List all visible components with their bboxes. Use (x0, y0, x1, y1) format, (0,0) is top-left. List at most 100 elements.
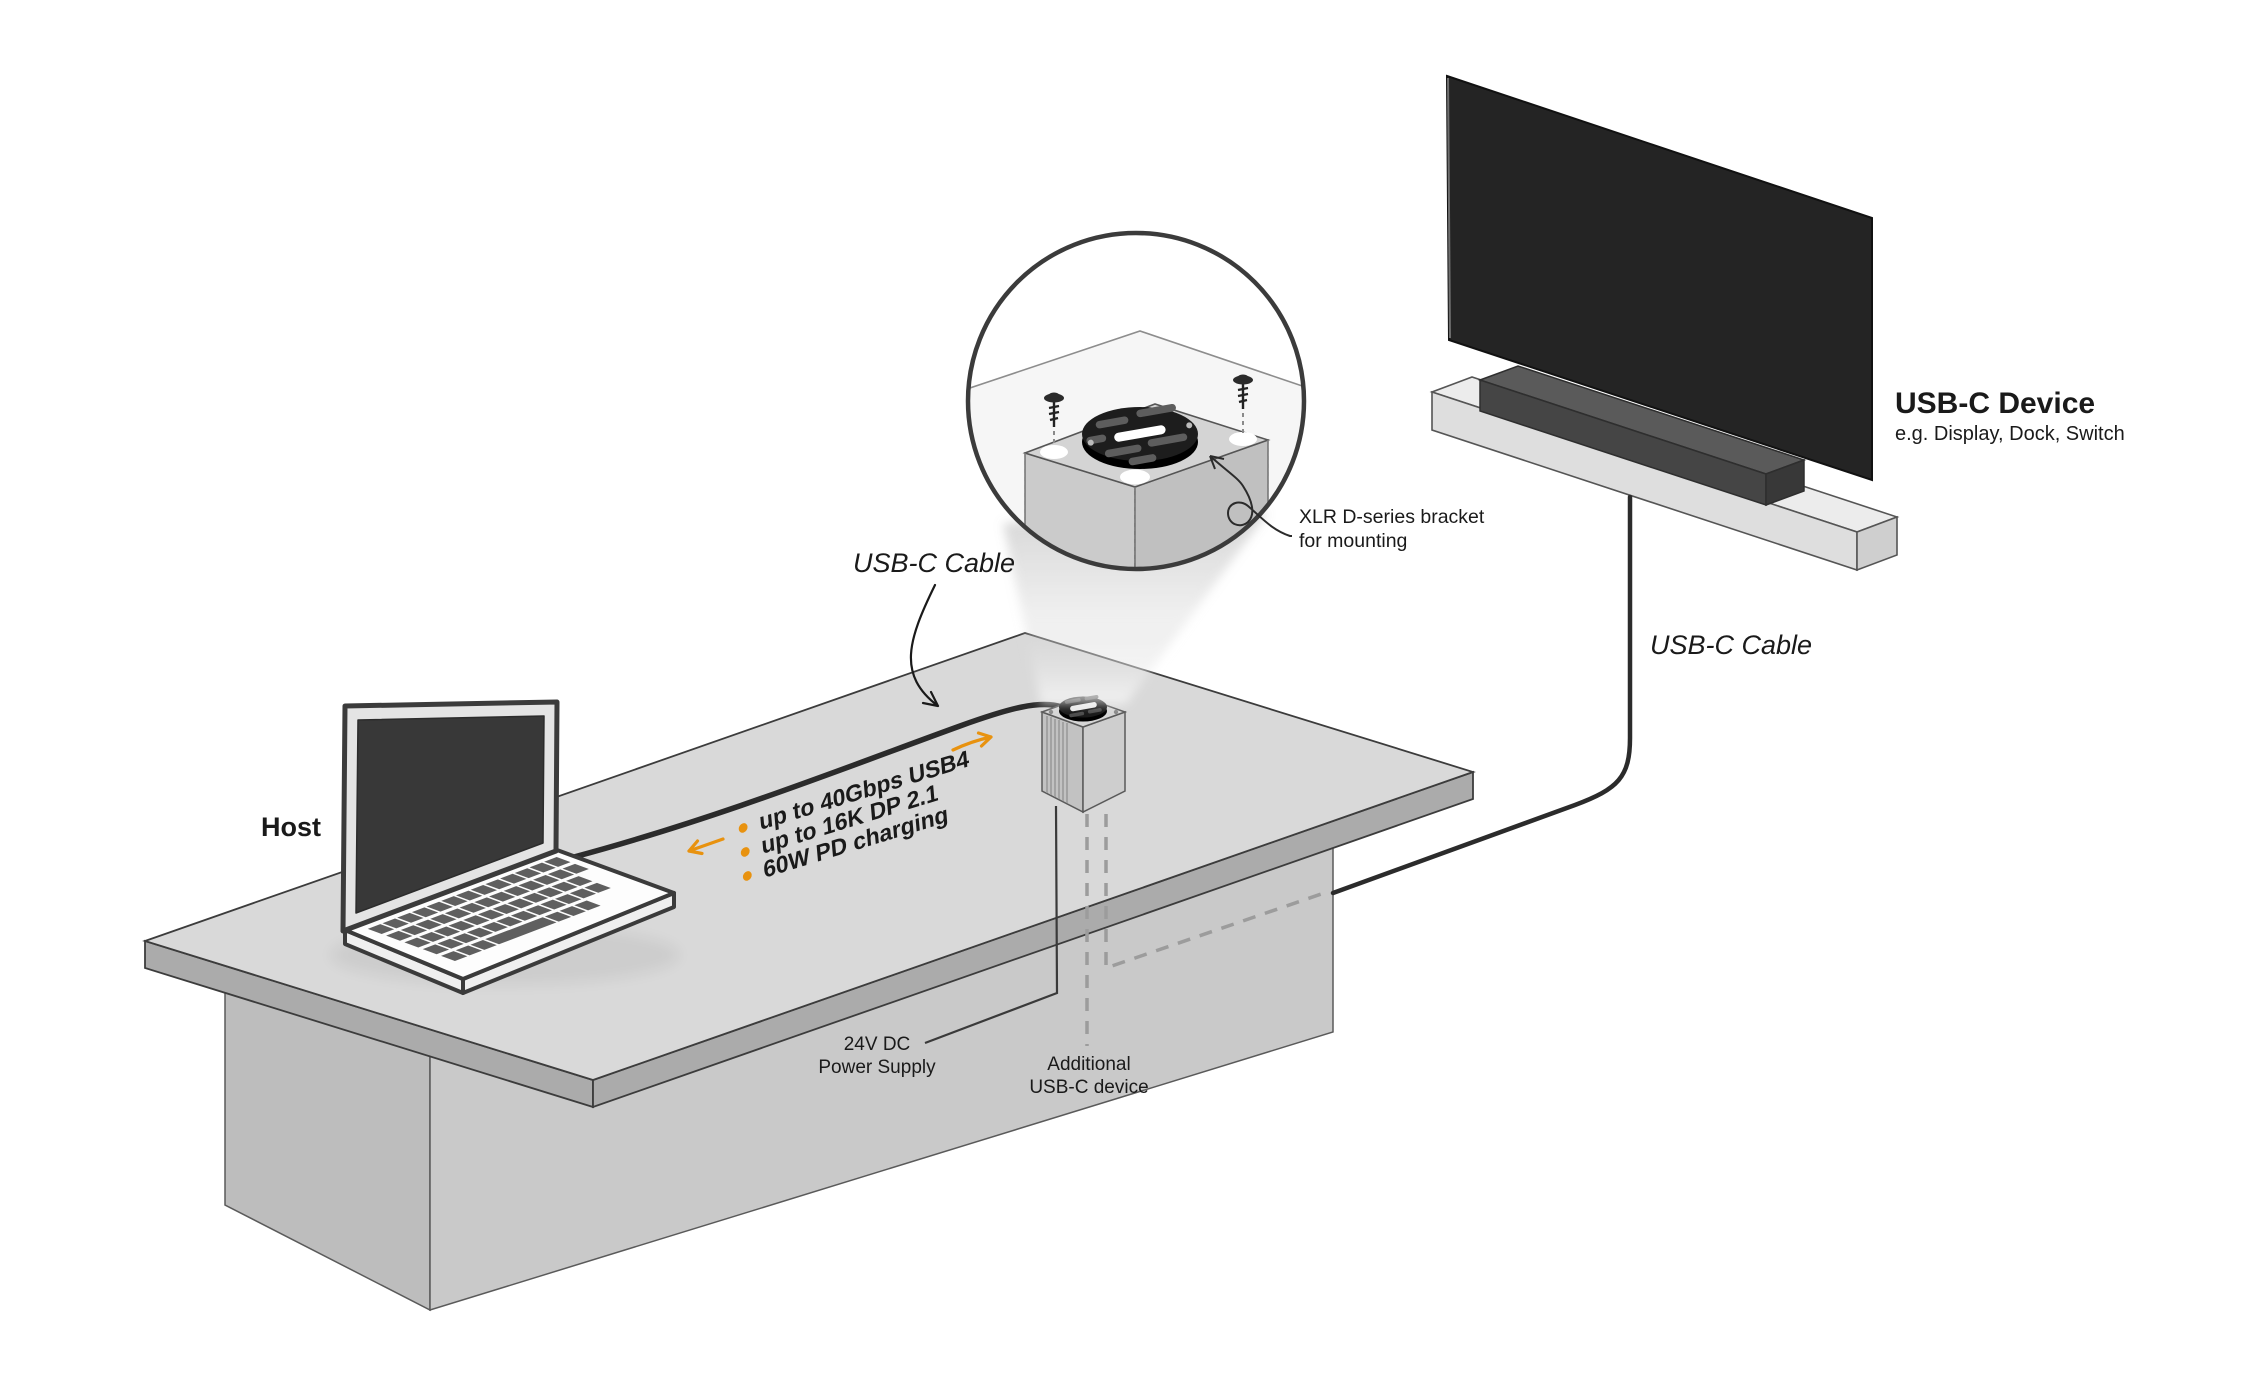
laptop-key (562, 863, 589, 874)
screw-right (1233, 374, 1253, 434)
usbc-cable-host-to-device (571, 701, 1065, 860)
feature-bullet (738, 823, 748, 833)
laptop-key (584, 882, 611, 893)
laptop-key (481, 922, 508, 932)
magnifier-circle-border (965, 230, 1307, 572)
laptop-key (367, 924, 395, 934)
laptop-key (397, 912, 424, 923)
laptop-key (463, 915, 490, 926)
mounted-device (1039, 694, 1128, 814)
arrow-left-icon (687, 837, 725, 856)
tv-display (1445, 74, 1873, 482)
laptop (330, 699, 1065, 995)
usbc-cable-label-left: USB-C Cable (853, 548, 1015, 578)
laptop-key (559, 906, 586, 916)
usbc-cable-label-right: USB-C Cable (1650, 630, 1812, 660)
mounted-device-ribs (1046, 716, 1068, 803)
laptop-key (485, 879, 512, 890)
laptop-key (485, 917, 557, 945)
laptop-key (540, 899, 567, 910)
laptop-key (386, 930, 413, 941)
laptop-key (477, 909, 505, 920)
laptop-key (441, 951, 468, 962)
bracket-note-leader (1209, 455, 1292, 537)
laptop-key (437, 938, 464, 949)
bracket-disc-slots (1086, 404, 1193, 466)
laptop-key (455, 890, 483, 901)
laptop-key (522, 892, 549, 903)
laptop-key (529, 862, 556, 873)
laptop-key (518, 880, 545, 891)
laptop-key (555, 894, 582, 904)
cable-label-arrow (909, 583, 940, 708)
laptop-key (422, 944, 450, 955)
laptop-key (452, 933, 479, 944)
laptop-key (574, 900, 601, 911)
laptop-key (514, 868, 542, 879)
xlr-connector-slot (1070, 702, 1097, 712)
laptop-key (430, 914, 457, 924)
screw-left (1044, 392, 1064, 447)
laptop-key (492, 904, 519, 914)
laptop-keyboard (367, 857, 611, 962)
mount-screw-hole (1113, 709, 1119, 715)
laptop-key (474, 897, 501, 908)
laptop-key (470, 939, 497, 950)
laptop-key (544, 857, 571, 867)
laptop-key (533, 874, 560, 885)
tv-edge-highlight (1447, 77, 1451, 339)
host-label: Host (261, 812, 321, 842)
shelf-end (1856, 515, 1898, 572)
laptop-key (400, 925, 428, 936)
laptop-key (503, 886, 531, 897)
laptop-key (566, 876, 593, 887)
usbc-device-subtitle: e.g. Display, Dock, Switch (1895, 423, 2125, 445)
additional-note-line2: USB-C device (1029, 1077, 1148, 1098)
laptop-key (525, 905, 552, 916)
laptop-key (415, 919, 442, 930)
laptop-key (426, 901, 453, 912)
laptop-key (496, 916, 523, 927)
hidden-cables (924, 805, 1331, 1046)
laptop-key (466, 927, 494, 938)
laptop-key (411, 907, 439, 918)
power-note-line2: Power Supply (818, 1057, 936, 1078)
bracket-note-line2: for mounting (1299, 530, 1407, 552)
power-note-line1: 24V DC (844, 1034, 911, 1055)
laptop-key (433, 926, 461, 937)
laptop-key (536, 887, 564, 898)
laptop-key (404, 937, 431, 948)
laptop-key (459, 902, 486, 913)
laptop-key (544, 911, 572, 922)
laptop-screen-display (355, 715, 545, 914)
xlr-connector-grille (1069, 711, 1085, 718)
soundbar (1477, 365, 1807, 507)
callout-surface-edge (968, 330, 1304, 394)
arrow-right-icon (951, 731, 993, 752)
usbc-cable-to-tv (1330, 494, 1633, 896)
laptop-key (551, 881, 578, 892)
bracket-hole-front (1120, 469, 1150, 485)
feature-bullet (740, 847, 750, 857)
tv-screen (1445, 74, 1873, 482)
laptop-key (382, 918, 409, 929)
bracket-hole-right (1229, 432, 1257, 446)
laptop-key (500, 873, 527, 884)
laptop-key (507, 898, 534, 909)
power-supply-line (924, 805, 1059, 1045)
laptop-key (441, 896, 468, 907)
tv-dashed-cable-under-table (1104, 814, 1331, 971)
mount-screw-hole (1048, 709, 1054, 715)
soundbar-end (1765, 458, 1805, 507)
usbc-device-title: USB-C Device (1895, 387, 2095, 420)
laptop-key (455, 945, 483, 956)
additional-note-line1: Additional (1047, 1054, 1130, 1075)
laptop-key (444, 908, 472, 919)
bracket-note-line1: XLR D-series bracket (1299, 506, 1485, 528)
laptop-key (448, 920, 475, 931)
laptop-key (470, 884, 498, 895)
laptop-key (569, 888, 597, 899)
laptop-key (419, 932, 446, 942)
